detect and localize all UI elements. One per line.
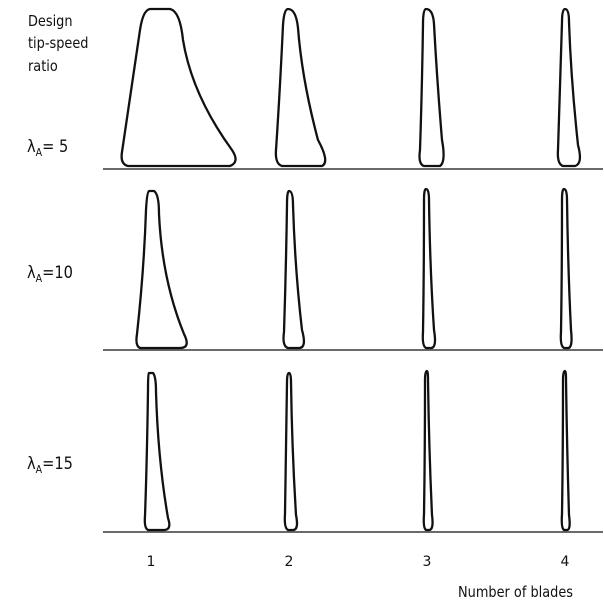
equals-sign: = [42,454,55,474]
blade-count-label-4: 4 [560,554,570,570]
title-line-1: Design [28,12,73,30]
blade-shape-l15-n3 [422,369,434,532]
blade-shape-l15-n2 [283,371,299,532]
blade-shape-l10-n1 [135,189,188,350]
lambda-subscript: A [35,272,43,285]
lambda-subscript: A [35,146,43,159]
title-line-3: ratio [28,57,58,75]
blade-shape-l10-n3 [421,187,437,350]
row-label-lambda-15: λA=15 [27,455,73,479]
equals-sign: = [42,263,55,283]
row-label-lambda-5: λA= 5 [27,138,68,162]
title-line-2: tip-speed [28,34,89,52]
lambda-value: 15 [54,454,73,474]
lambda-value: 10 [54,263,73,283]
lambda-subscript: A [35,463,43,476]
blade-count-label-3: 3 [422,554,432,570]
blade-shape-l10-n4 [559,187,573,350]
blade-shape-l10-n2 [282,189,306,350]
row-label-lambda-10: λA=10 [27,264,73,288]
lambda-symbol: λ [27,263,36,283]
blade-shape-l5-n1 [120,7,237,168]
blade-shape-l5-n3 [418,7,445,168]
blade-shape-l5-n4 [556,7,582,168]
equals-sign: = [42,137,60,157]
lambda-symbol: λ [27,454,36,474]
blade-count-label-1: 1 [146,554,156,570]
lambda-symbol: λ [27,137,36,157]
blade-count-label-2: 2 [284,554,294,570]
blade-shape-l15-n1 [143,371,171,532]
blade-shape-l15-n4 [560,369,571,532]
xaxis-label: Number of blades [458,583,573,601]
lambda-value: 5 [59,137,69,157]
blade-shape-l5-n2 [274,7,327,168]
